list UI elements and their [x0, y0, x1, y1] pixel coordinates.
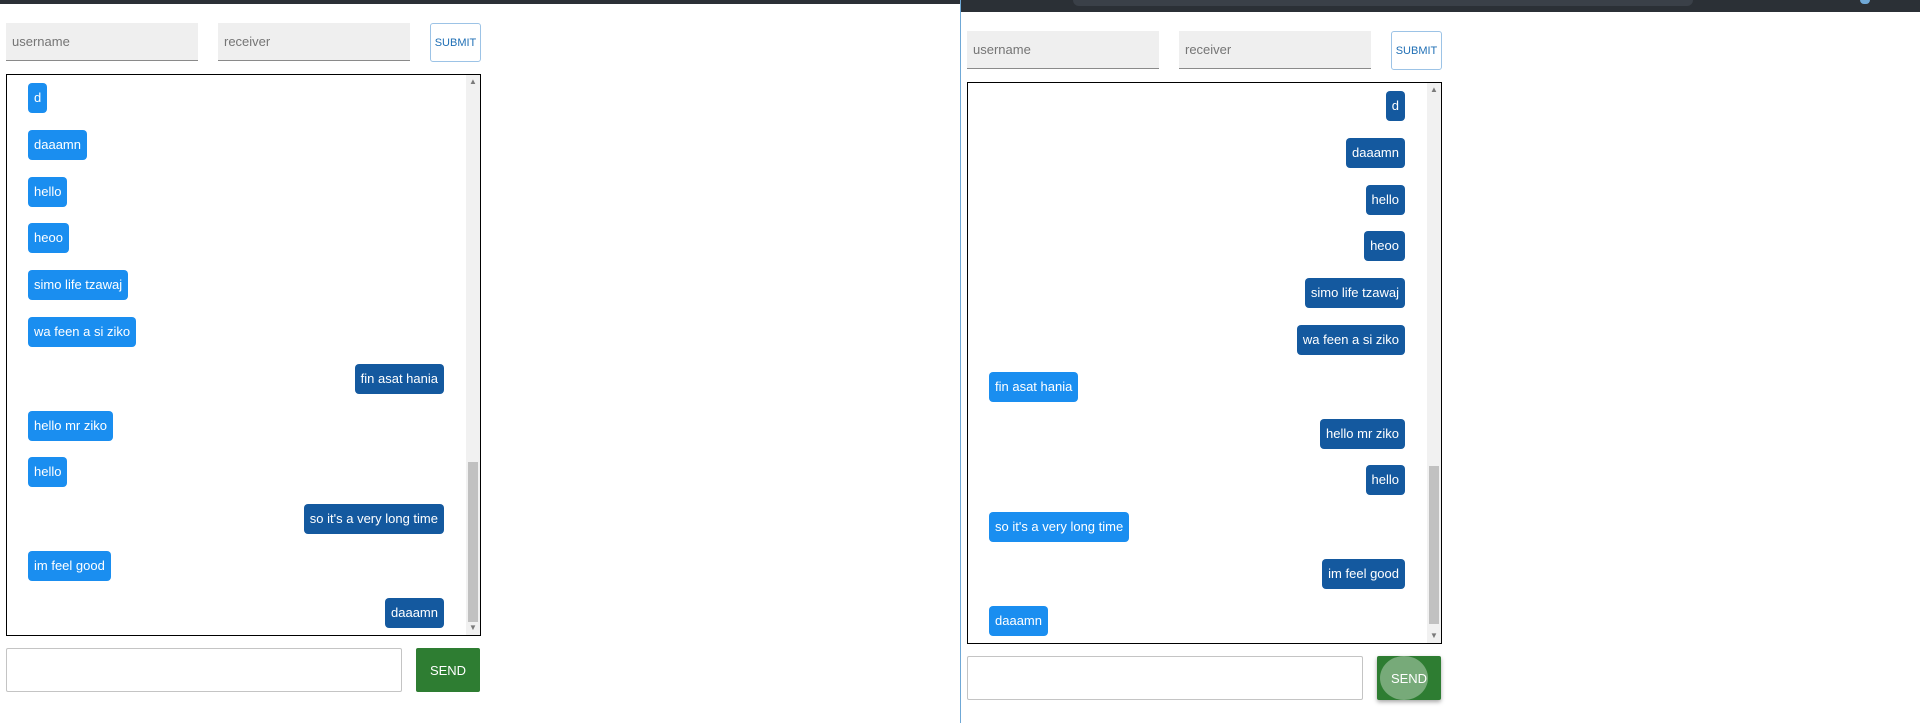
message-bubble-incoming: im feel good	[28, 551, 111, 581]
scroll-thumb[interactable]	[1429, 466, 1439, 624]
login-form: username receiver SUBMIT	[6, 23, 481, 63]
scroll-thumb[interactable]	[468, 462, 478, 622]
message-bubble-outgoing: im feel good	[1322, 559, 1405, 589]
message-bubble-incoming: wa feen a si ziko	[28, 317, 137, 347]
send-button[interactable]: SEND	[1377, 656, 1441, 700]
receiver-input[interactable]: receiver	[1179, 31, 1371, 69]
message-bubble-outgoing: hello mr ziko	[1320, 419, 1405, 449]
message-bubble-outgoing: d	[1385, 91, 1405, 121]
message-bubble-outgoing: hello	[1365, 465, 1405, 495]
send-button[interactable]: SEND	[416, 648, 480, 692]
send-button-label: SEND	[429, 662, 467, 678]
message-bubble-incoming: fin asat hania	[989, 372, 1079, 402]
scrollbar[interactable]: ▲ ▼	[1427, 83, 1441, 643]
message-bubble-outgoing: daaamn	[1346, 138, 1405, 168]
message-input[interactable]	[967, 656, 1363, 700]
messages-container: d daaamn hello heoo simo life tzawaj wa feen …	[968, 83, 1426, 643]
compose-row: SEND	[967, 656, 1447, 702]
message-bubble-outgoing: wa feen a si ziko	[1296, 325, 1405, 355]
scroll-down-arrow-icon[interactable]: ▼	[1430, 631, 1438, 640]
scroll-up-arrow-icon[interactable]: ▲	[1430, 85, 1438, 94]
message-bubble-outgoing: simo life tzawaj	[1304, 278, 1405, 308]
message-bubble-incoming: daaamn	[989, 606, 1048, 636]
receiver-input[interactable]: receiver	[218, 23, 410, 61]
message-bubble-incoming: simo life tzawaj	[28, 270, 129, 300]
message-bubble-incoming: hello	[28, 457, 68, 487]
send-button-label: SEND	[1390, 670, 1428, 686]
address-bar[interactable]	[1073, 0, 1693, 6]
chat-window-right: username receiver SUBMIT d daaamn hello heo…	[960, 0, 1920, 723]
message-bubble-incoming: heoo	[28, 223, 69, 253]
compose-row: SEND	[6, 648, 486, 694]
messages-container: d daaamn hello heoo simo life tzawaj wa feen …	[7, 75, 465, 635]
scroll-up-arrow-icon[interactable]: ▲	[469, 77, 477, 86]
message-bubble-incoming: hello	[28, 177, 68, 207]
message-bubble-outgoing: hello	[1365, 185, 1405, 215]
login-form: username receiver SUBMIT	[967, 31, 1442, 71]
message-list[interactable]: d daaamn hello heoo simo life tzawaj wa feen …	[6, 74, 481, 636]
message-input[interactable]	[6, 648, 402, 692]
message-bubble-outgoing: daaamn	[385, 598, 444, 628]
scrollbar[interactable]: ▲ ▼	[466, 75, 480, 635]
message-bubble-incoming: so it's a very long time	[989, 512, 1130, 542]
message-bubble-outgoing: fin asat hania	[354, 364, 444, 394]
submit-button[interactable]: SUBMIT	[430, 23, 481, 62]
submit-button[interactable]: SUBMIT	[1391, 31, 1442, 70]
message-bubble-outgoing: heoo	[1364, 231, 1405, 261]
message-bubble-incoming: d	[28, 83, 48, 113]
browser-titlebar-left	[0, 0, 962, 4]
chat-window-left: username receiver SUBMIT d daaamn hello heo…	[0, 4, 960, 723]
ripple-effect	[1380, 656, 1428, 700]
message-bubble-incoming: hello mr ziko	[28, 411, 113, 441]
message-bubble-incoming: daaamn	[28, 130, 87, 160]
message-list[interactable]: d daaamn hello heoo simo life tzawaj wa feen …	[967, 82, 1442, 644]
username-input[interactable]: username	[967, 31, 1159, 69]
message-bubble-outgoing: so it's a very long time	[303, 504, 444, 534]
username-input[interactable]: username	[6, 23, 198, 61]
scroll-down-arrow-icon[interactable]: ▼	[469, 623, 477, 632]
profile-icon[interactable]	[1860, 0, 1870, 4]
browser-titlebar-right	[961, 0, 1920, 12]
